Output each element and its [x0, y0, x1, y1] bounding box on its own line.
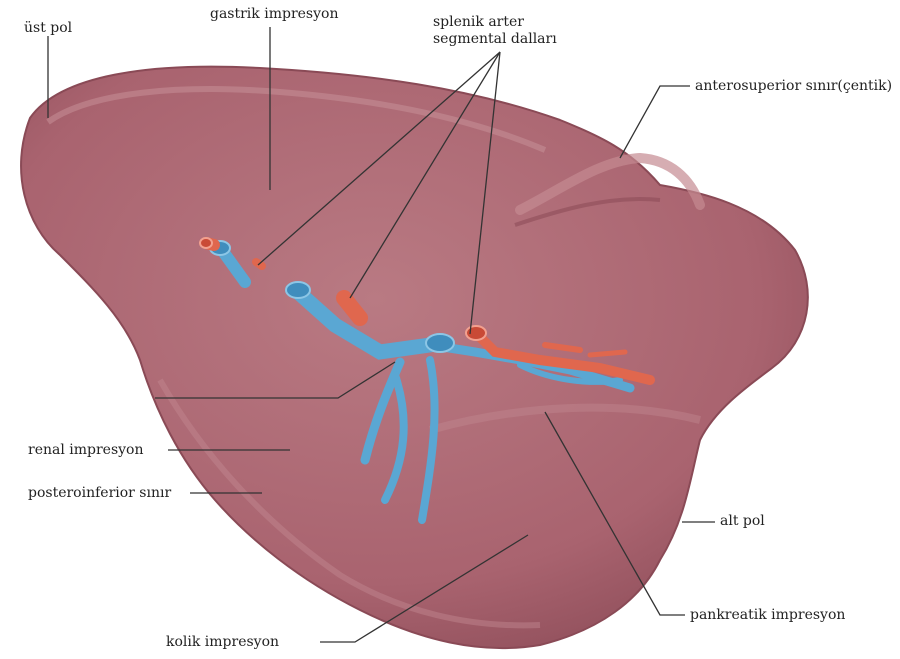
label-splenik-line2: segmental dalları: [433, 31, 557, 48]
label-renal-impresyon: renal impresyon: [28, 442, 144, 459]
artery-opening-2: [200, 238, 212, 248]
vein-opening-3: [426, 334, 454, 352]
label-splenik-arter: splenik arter segmental dalları: [433, 14, 557, 48]
label-ust-pol: üst pol: [24, 20, 72, 37]
label-splenik-line1: splenik arter: [433, 14, 557, 31]
vein-opening-2: [286, 282, 310, 298]
spleen-organ: [21, 67, 808, 648]
artery-opening-1: [466, 326, 486, 340]
label-anterosuperior-sinir: anterosuperior sınır(çentik): [695, 78, 892, 95]
label-alt-pol: alt pol: [720, 513, 765, 530]
leader-anterosuperior: [620, 86, 690, 158]
label-pankreatik-impresyon: pankreatik impresyon: [690, 607, 845, 624]
label-kolik-impresyon: kolik impresyon: [166, 634, 279, 651]
label-gastrik-impresyon: gastrik impresyon: [210, 6, 338, 23]
label-posteroinferior-sinir: posteroinferior sınır: [28, 485, 171, 502]
